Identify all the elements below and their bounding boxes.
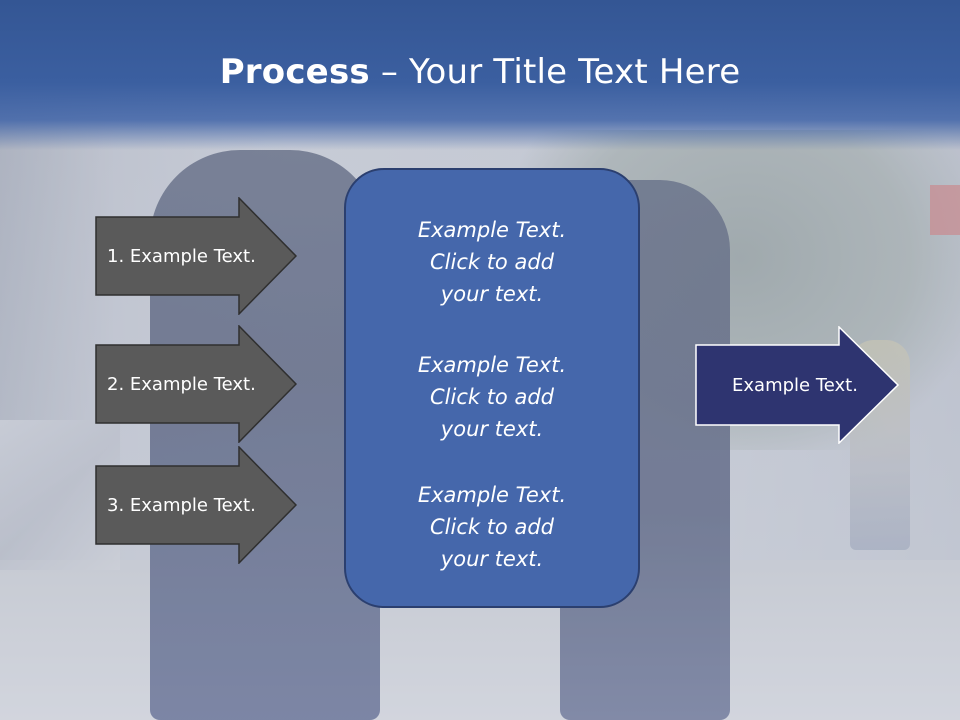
center-line: Click to add (429, 515, 554, 539)
title-rest-text: – Your Title Text Here (369, 52, 741, 92)
step-arrow-shape (95, 197, 297, 315)
result-arrow-shape (695, 326, 900, 444)
step-arrow-label: 2. Example Text. (107, 373, 256, 395)
step-arrow-2[interactable]: 2. Example Text. (95, 325, 297, 443)
center-line: Example Text. (417, 218, 567, 242)
step-arrow-1[interactable]: 1. Example Text. (95, 197, 297, 315)
step-arrow-shape (95, 325, 297, 443)
center-text-box[interactable]: Example Text. Click to add your text. Ex… (344, 168, 640, 608)
center-text-item-2: Example Text. Click to add your text. (346, 349, 638, 445)
center-line: Example Text. (417, 483, 567, 507)
step-arrow-label: 1. Example Text. (107, 245, 256, 267)
center-line: Click to add (429, 250, 554, 274)
step-arrow-3[interactable]: 3. Example Text. (95, 446, 297, 564)
center-text-item-3: Example Text. Click to add your text. (346, 479, 638, 575)
center-text-item-1: Example Text. Click to add your text. (346, 214, 638, 310)
center-line: Click to add (429, 385, 554, 409)
background-sign (930, 185, 960, 235)
title-band (0, 0, 960, 150)
result-arrow[interactable]: Example Text. (695, 326, 900, 444)
step-arrow-label: 3. Example Text. (107, 494, 256, 516)
center-line: Example Text. (417, 353, 567, 377)
title-bold-text: Process (219, 52, 370, 92)
center-line: your text. (440, 282, 544, 306)
result-arrow-label: Example Text. (732, 374, 858, 396)
center-line: your text. (440, 547, 544, 571)
slide-title[interactable]: Process – Your Title Text Here (0, 52, 960, 92)
step-arrow-shape (95, 446, 297, 564)
center-line: your text. (440, 417, 544, 441)
